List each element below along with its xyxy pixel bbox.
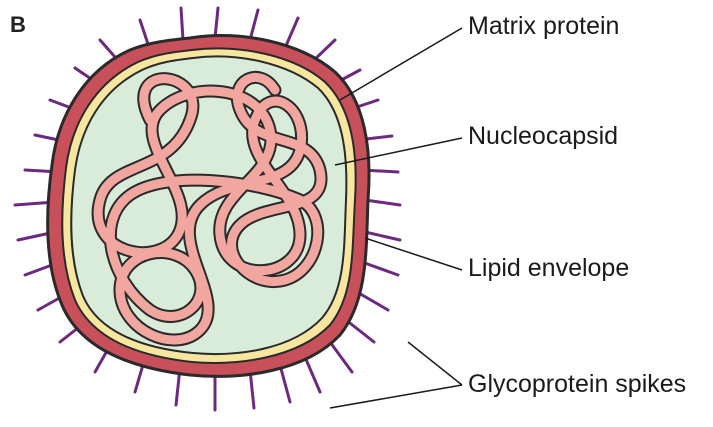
label-glycoprotein-spikes: Glycoprotein spikes: [468, 370, 686, 399]
label-lipid-envelope: Lipid envelope: [468, 254, 629, 283]
label-matrix-protein: Matrix protein: [468, 12, 619, 41]
panel-letter: B: [10, 12, 26, 38]
label-nucleocapsid: Nucleocapsid: [468, 122, 618, 151]
